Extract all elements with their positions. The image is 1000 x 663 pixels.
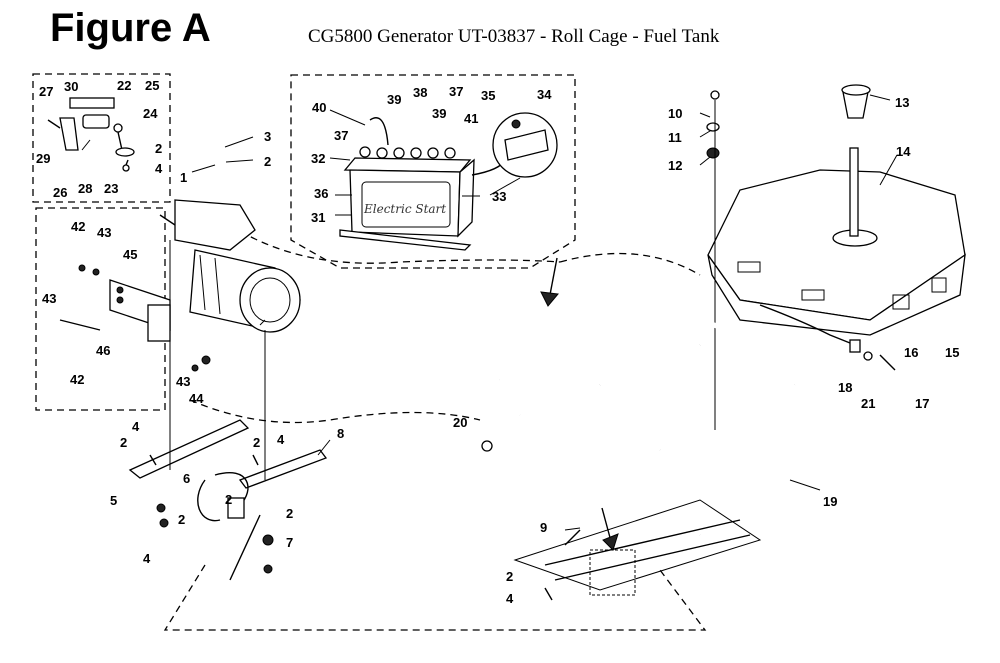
callout-19: 19 bbox=[823, 494, 837, 509]
callout-28: 28 bbox=[78, 181, 92, 196]
callout-32: 32 bbox=[311, 151, 325, 166]
callout-2: 2 bbox=[264, 154, 271, 169]
ignition-switch-assembly bbox=[47, 97, 135, 172]
callout-15: 15 bbox=[945, 345, 959, 360]
callout-3: 3 bbox=[264, 129, 271, 144]
callout-2: 2 bbox=[253, 435, 260, 450]
alternator-assembly bbox=[159, 199, 301, 333]
callout-33: 33 bbox=[492, 189, 506, 204]
callout-4: 4 bbox=[277, 432, 285, 447]
callout-40: 40 bbox=[312, 100, 326, 115]
callout-22: 22 bbox=[117, 78, 131, 93]
callout-42: 42 bbox=[70, 372, 84, 387]
callout-20: 20 bbox=[453, 415, 467, 430]
callout-4: 4 bbox=[506, 591, 514, 606]
callout-37: 37 bbox=[334, 128, 348, 143]
callout-2: 2 bbox=[286, 506, 293, 521]
base-leader-lines bbox=[163, 564, 707, 631]
callout-29: 29 bbox=[36, 151, 50, 166]
battery-detail-box bbox=[290, 74, 576, 269]
fuel-tank-assembly bbox=[706, 84, 966, 430]
callout-leader-lines bbox=[191, 94, 898, 531]
engine-leader-curve bbox=[189, 399, 481, 424]
callout-6: 6 bbox=[183, 471, 190, 486]
battery-leader-curve bbox=[229, 224, 561, 264]
direction-arrows bbox=[540, 257, 619, 551]
callout-30: 30 bbox=[64, 79, 78, 94]
callout-10: 10 bbox=[668, 106, 682, 121]
callout-45: 45 bbox=[123, 247, 137, 262]
callout-18: 18 bbox=[838, 380, 852, 395]
callout-4: 4 bbox=[132, 419, 140, 434]
figure-label: Figure A bbox=[50, 6, 211, 50]
callout-17: 17 bbox=[915, 396, 929, 411]
control-panel-assembly bbox=[59, 264, 211, 372]
callout-43: 43 bbox=[176, 374, 190, 389]
callout-11: 11 bbox=[668, 130, 682, 145]
callout-24: 24 bbox=[143, 106, 158, 121]
callout-26: 26 bbox=[53, 185, 67, 200]
callout-5: 5 bbox=[110, 493, 117, 508]
callout-2: 2 bbox=[506, 569, 513, 584]
callout-23: 23 bbox=[104, 181, 118, 196]
callout-13: 13 bbox=[895, 95, 909, 110]
callout-21: 21 bbox=[861, 396, 875, 411]
callout-2: 2 bbox=[120, 435, 127, 450]
callout-43: 43 bbox=[42, 291, 56, 306]
callout-42: 42 bbox=[71, 219, 85, 234]
document-title: CG5800 Generator UT-03837 - Roll Cage - … bbox=[308, 26, 720, 47]
callout-36: 36 bbox=[314, 186, 328, 201]
control-detail-box bbox=[35, 207, 166, 411]
callout-37: 37 bbox=[449, 84, 463, 99]
battery-assembly: Electric Start bbox=[339, 112, 558, 251]
mounting-bracket-assembly bbox=[128, 240, 328, 581]
callout-31: 31 bbox=[311, 210, 325, 225]
callout-27: 27 bbox=[39, 84, 53, 99]
callout-8: 8 bbox=[337, 426, 344, 441]
callout-34: 34 bbox=[537, 87, 552, 102]
callout-25: 25 bbox=[145, 78, 159, 93]
ignition-detail-box bbox=[32, 73, 171, 203]
callout-44: 44 bbox=[189, 391, 204, 406]
callout-2: 2 bbox=[155, 141, 162, 156]
callout-2: 2 bbox=[225, 492, 232, 507]
callout-16: 16 bbox=[904, 345, 918, 360]
callout-2: 2 bbox=[178, 512, 185, 527]
callout-14: 14 bbox=[896, 144, 911, 159]
callout-4: 4 bbox=[143, 551, 151, 566]
callout-38: 38 bbox=[413, 85, 427, 100]
callout-39: 39 bbox=[387, 92, 401, 107]
roll-cage-frame bbox=[481, 293, 800, 618]
callout-35: 35 bbox=[481, 88, 495, 103]
callout-41: 41 bbox=[464, 111, 478, 126]
tank-leader-curve bbox=[559, 252, 701, 276]
callout-labels: 1 2 2 2 2 2 2 2 2 3 4 4 4 4 4 5 6 7 8 9 … bbox=[36, 78, 959, 606]
callout-12: 12 bbox=[668, 158, 682, 173]
callout-39: 39 bbox=[432, 106, 446, 121]
callout-4: 4 bbox=[155, 161, 163, 176]
callout-46: 46 bbox=[96, 343, 110, 358]
callout-1: 1 bbox=[180, 170, 187, 185]
callout-9: 9 bbox=[540, 520, 547, 535]
battery-brand-text: Electric Start bbox=[363, 202, 446, 216]
callout-7: 7 bbox=[286, 535, 293, 550]
callout-43: 43 bbox=[97, 225, 111, 240]
